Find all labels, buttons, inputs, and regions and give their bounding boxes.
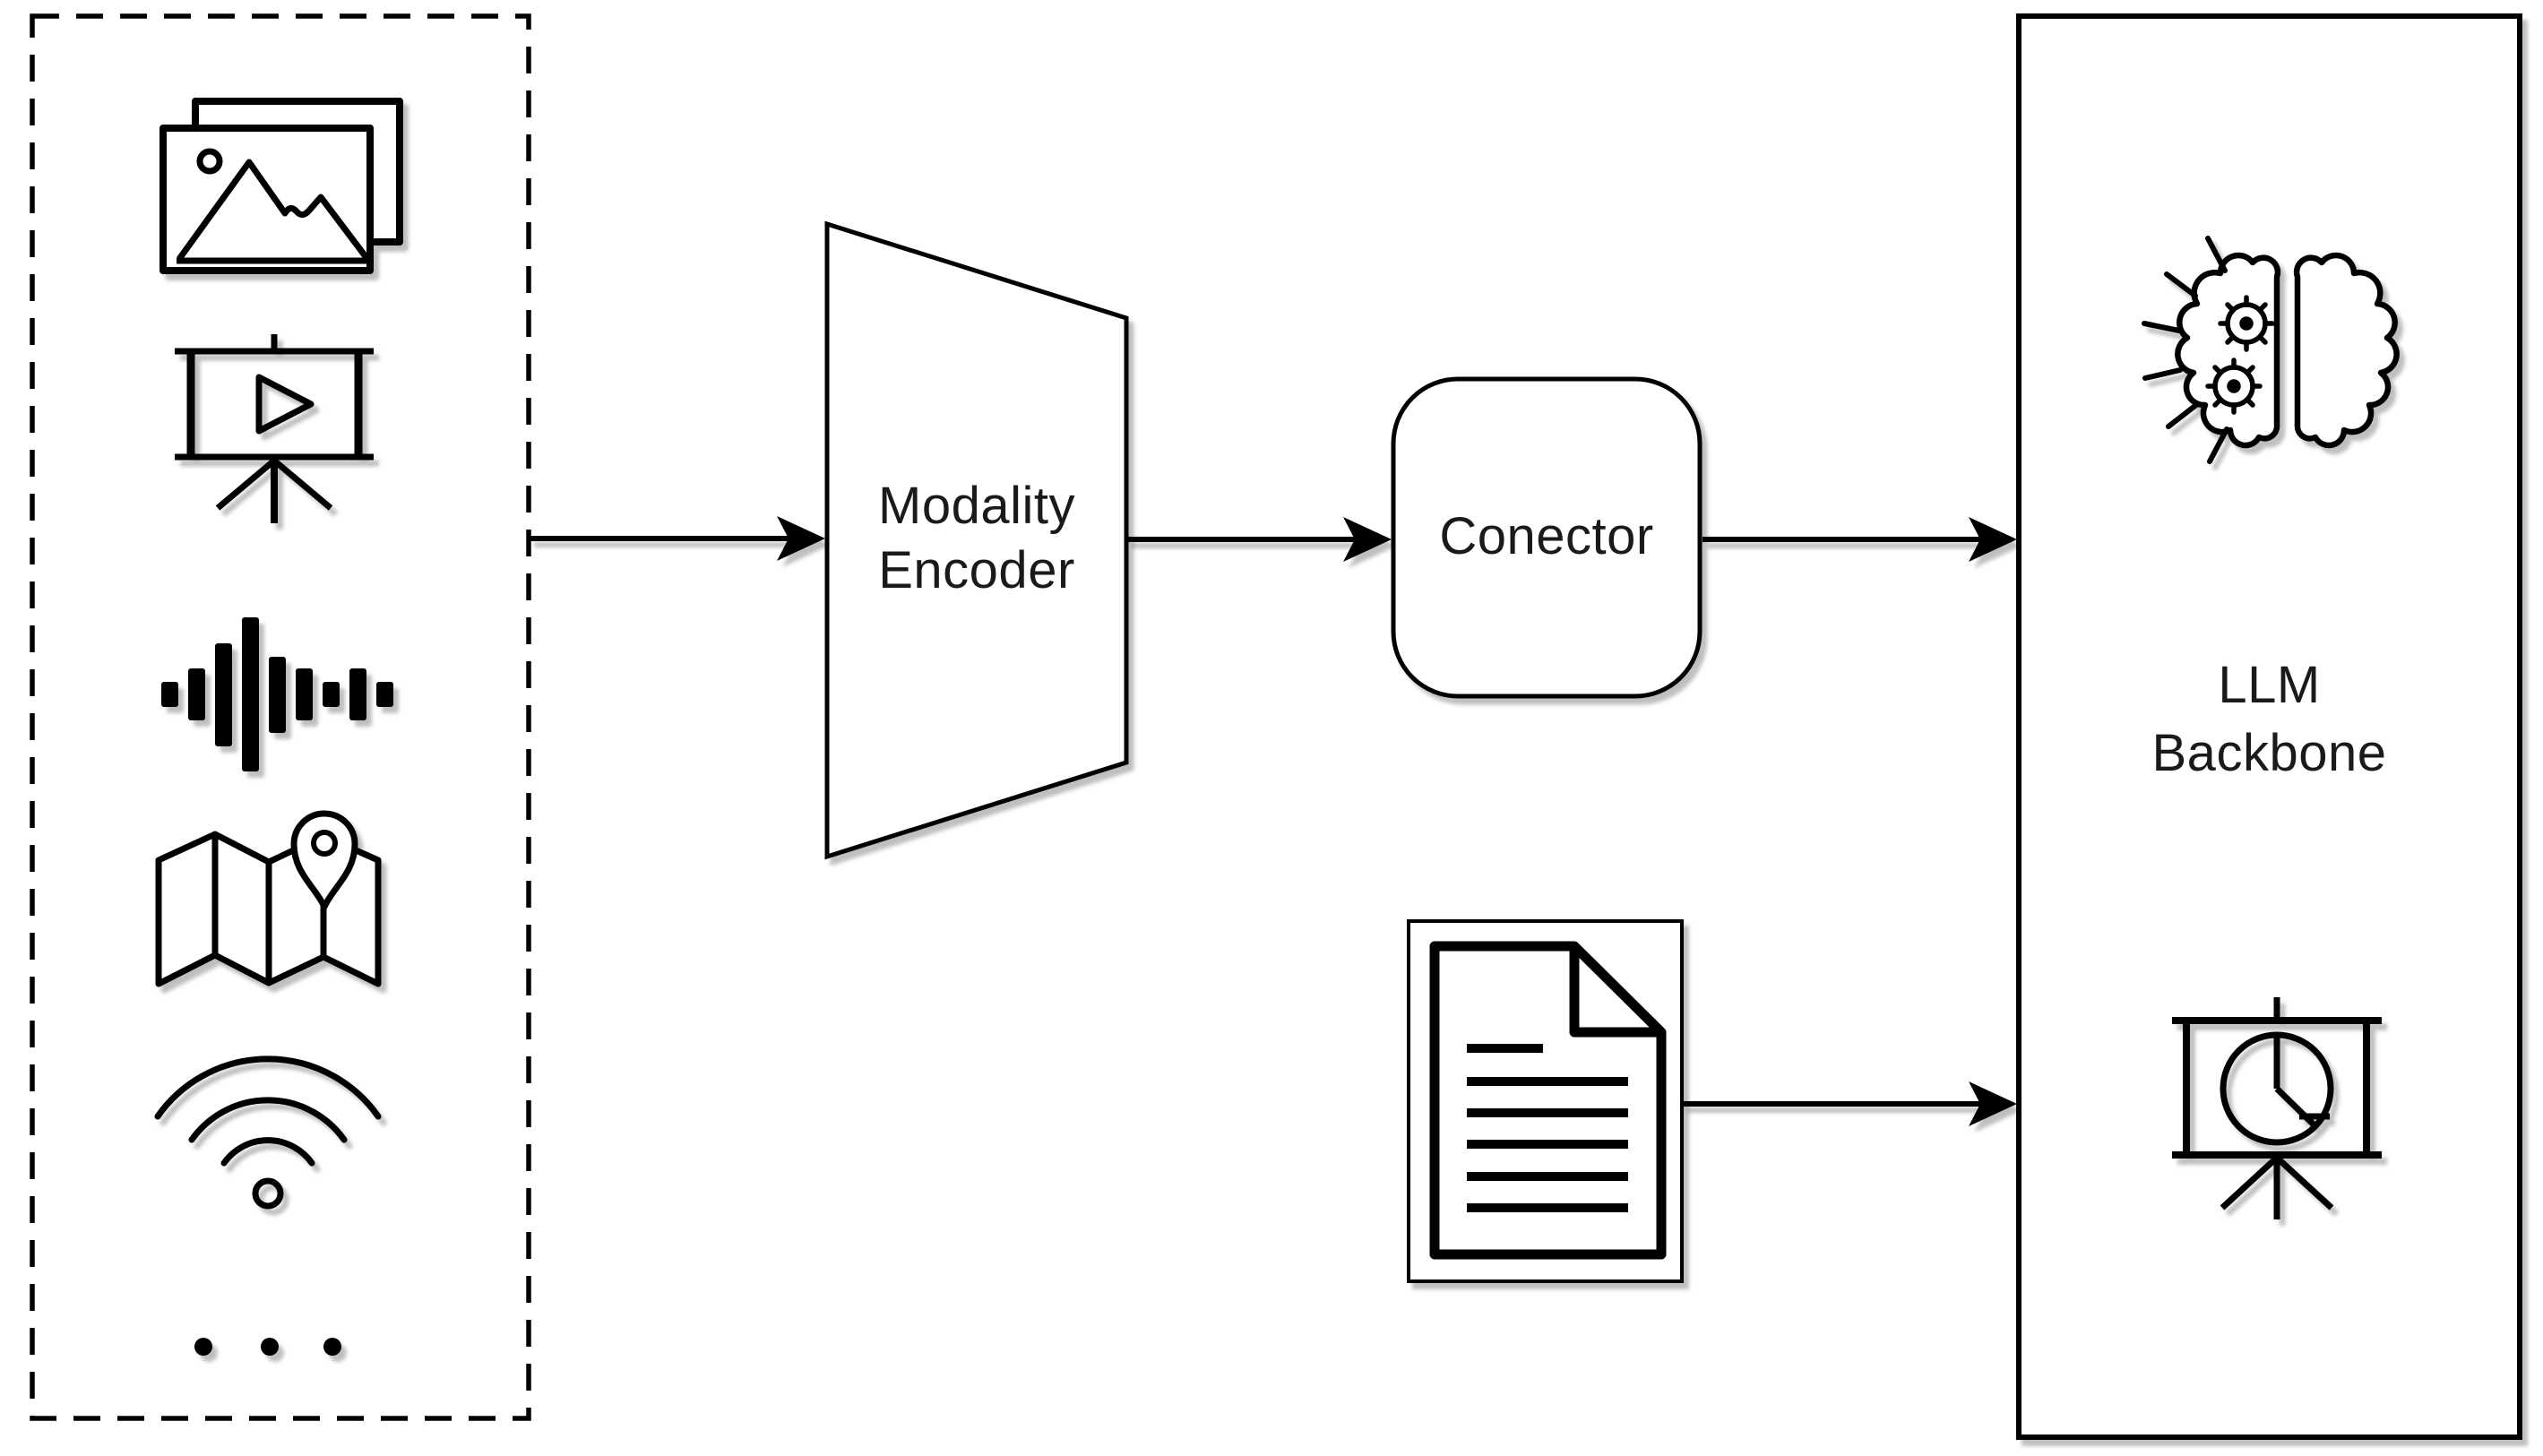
document-node — [1407, 919, 1684, 1283]
video-icon — [175, 334, 374, 523]
map-pin-icon — [155, 810, 382, 987]
connector-label-text: Conector — [1439, 507, 1654, 565]
brain-icon — [2142, 236, 2400, 464]
modalities-panel — [30, 13, 531, 1421]
modality-encoder-node — [824, 220, 1129, 860]
document-icon — [1429, 941, 1667, 1260]
arrow-inputs-to-encoder — [529, 516, 825, 561]
sun-dot — [196, 148, 223, 175]
modality-encoder-label-line2: Encoder — [878, 541, 1075, 599]
ellipsis-icon — [194, 1338, 341, 1356]
arrowhead-icon — [1969, 517, 2017, 562]
arrowhead-icon — [1343, 517, 1392, 562]
connector-node — [1391, 376, 1703, 699]
arrowhead-icon — [1969, 1081, 2017, 1126]
llm-backbone-label-line1: LLM — [2218, 656, 2321, 714]
spark-rays — [2142, 236, 2229, 464]
location-pin-icon — [290, 810, 358, 910]
brain-right-lobe — [2293, 252, 2400, 449]
mountains — [177, 159, 372, 264]
pie-chart-icon — [2220, 1031, 2334, 1146]
llm-backbone-label: LLM Backbone — [2019, 651, 2520, 788]
wifi-icon — [154, 1055, 382, 1210]
pie-chart-presentation-icon — [2172, 997, 2382, 1219]
audio-waveform-icon — [161, 617, 393, 771]
arrow-connector-to-llm — [1703, 517, 2017, 562]
llm-backbone-label-line2: Backbone — [2151, 724, 2387, 782]
gear-icon — [2205, 358, 2263, 415]
connector-label: Conector — [1393, 510, 1700, 564]
photos-icon — [159, 98, 403, 274]
arrow-document-to-llm — [1682, 1081, 2017, 1126]
modality-encoder-label-line1: Modality — [878, 477, 1075, 535]
gear-icon — [2218, 295, 2275, 352]
brain-left-lobe — [2175, 252, 2281, 449]
arrowhead-icon — [777, 516, 825, 561]
llm-backbone-node — [2016, 13, 2522, 1440]
play-icon — [255, 374, 315, 435]
modality-encoder-label: Modality Encoder — [827, 474, 1126, 603]
arrow-encoder-to-connector — [1126, 517, 1392, 562]
